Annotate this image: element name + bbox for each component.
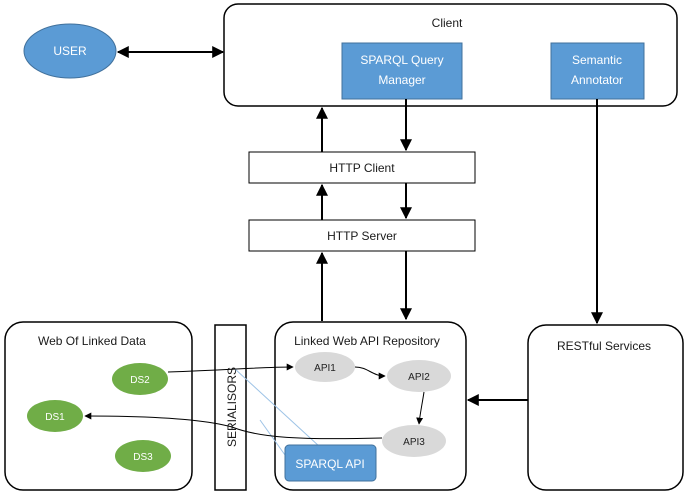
serialisors-label: SERIALISORS bbox=[225, 367, 239, 447]
semantic-annotator-label-line1: Semantic bbox=[572, 53, 622, 67]
sparql-query-manager-label-line2: Manager bbox=[378, 73, 425, 87]
edge-ds2-to-api1 bbox=[167, 363, 294, 373]
edge-serialisors-sparqlapi-1 bbox=[234, 368, 321, 448]
web-of-linked-data-label: Web Of Linked Data bbox=[38, 334, 146, 348]
linked-web-api-repository-label: Linked Web API Repository bbox=[294, 334, 440, 348]
edge-api2-to-api3 bbox=[416, 391, 425, 425]
edge-api1-to-api2 bbox=[354, 366, 386, 380]
sparql-api-node[interactable]: SPARQL API bbox=[284, 444, 377, 482]
api1-node[interactable]: API1 bbox=[295, 352, 355, 382]
ds3-node[interactable]: DS3 bbox=[115, 440, 171, 472]
semantic-annotator-node[interactable]: Semantic Annotator bbox=[550, 42, 645, 100]
serialisors-node[interactable]: SERIALISORS bbox=[214, 324, 247, 491]
restful-services-label: RESTful Services bbox=[557, 339, 651, 353]
api2-label: API2 bbox=[408, 372, 430, 383]
semantic-annotator-label-line2: Annotator bbox=[571, 73, 623, 87]
ds2-label: DS2 bbox=[130, 375, 150, 386]
api3-label: API3 bbox=[403, 437, 425, 448]
ds1-node[interactable]: DS1 bbox=[27, 400, 83, 432]
sparql-query-manager-label-line1: SPARQL Query bbox=[360, 53, 443, 67]
ds3-label: DS3 bbox=[133, 452, 153, 463]
user-node[interactable]: USER bbox=[23, 23, 117, 79]
edge-serialisors-sparqlapi-2 bbox=[259, 419, 286, 456]
user-label: USER bbox=[53, 44, 87, 58]
sparql-query-manager-node[interactable]: SPARQL Query Manager bbox=[341, 42, 463, 100]
http-server-label: HTTP Server bbox=[327, 229, 397, 243]
client-label: Client bbox=[432, 16, 463, 30]
api3-node[interactable]: API3 bbox=[382, 425, 446, 457]
sparql-api-label: SPARQL API bbox=[295, 457, 364, 471]
ds1-label: DS1 bbox=[45, 412, 65, 423]
ds2-node[interactable]: DS2 bbox=[112, 363, 168, 395]
restful-services-container[interactable]: RESTful Services bbox=[527, 324, 684, 491]
edge-api3-to-ds1 bbox=[84, 412, 383, 440]
api1-label: API1 bbox=[314, 363, 336, 374]
api2-node[interactable]: API2 bbox=[387, 360, 451, 392]
http-client-node[interactable]: HTTP Client bbox=[248, 151, 476, 184]
http-client-label: HTTP Client bbox=[329, 161, 395, 175]
http-server-node[interactable]: HTTP Server bbox=[248, 219, 476, 252]
